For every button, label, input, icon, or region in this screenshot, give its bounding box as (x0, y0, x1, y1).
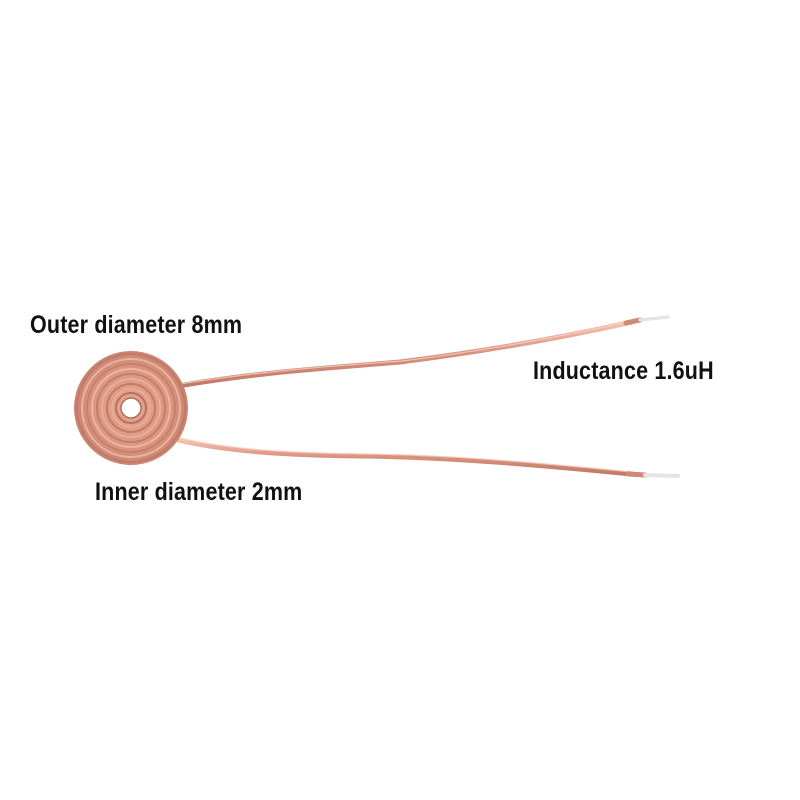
top-wire-tinned-tip (638, 315, 670, 322)
coil-body (74, 351, 188, 465)
bottom-wire-tinned-tip (643, 473, 680, 478)
top-lead-wire (175, 315, 670, 389)
outer-diameter-label: Outer diameter 8mm (30, 311, 243, 339)
inner-diameter-label: Inner diameter 2mm (95, 478, 303, 506)
inductance-label: Inductance 1.6uH (533, 357, 714, 385)
coil-inner-hole (121, 398, 141, 418)
bottom-lead-wire (175, 437, 680, 478)
